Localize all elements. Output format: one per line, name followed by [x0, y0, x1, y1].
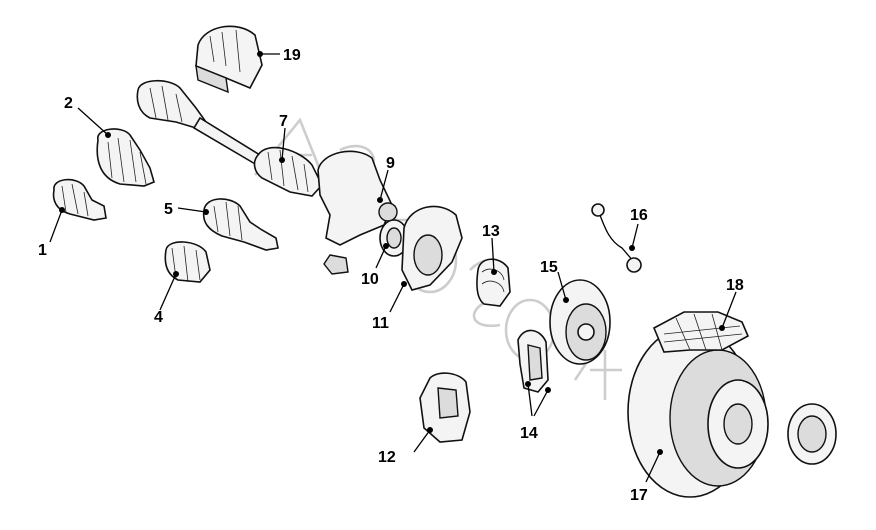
part-bracket-19 [195, 25, 263, 94]
callout-labels: 1 2 4 5 7 9 10 11 12 13 14 15 16 17 18 1… [38, 47, 744, 504]
part-boot-4 [164, 241, 211, 283]
callout-4: 4 [154, 309, 163, 326]
part-cv-boot-2 [96, 128, 155, 187]
part-cv-boot-1 [52, 178, 107, 221]
callout-9: 9 [386, 155, 395, 172]
leader-lines [49, 51, 737, 483]
part-hub-cap [787, 403, 837, 465]
part-caliper-14 [517, 329, 549, 393]
callout-2: 2 [64, 95, 73, 112]
part-brake-line-16 [591, 203, 642, 273]
callout-11: 11 [372, 315, 389, 332]
part-wheel-17 [627, 326, 769, 498]
callout-5: 5 [164, 201, 173, 218]
part-bracket-12 [419, 372, 471, 443]
callout-19: 19 [283, 47, 301, 64]
callout-10: 10 [361, 271, 379, 288]
part-backing-plate-11 [401, 205, 463, 291]
callout-17: 17 [630, 487, 648, 504]
part-spring-13 [476, 258, 511, 307]
part-tread-18 [652, 311, 750, 353]
callout-18: 18 [726, 277, 744, 294]
part-cv-joint-5 [202, 198, 279, 251]
part-drive-shaft [136, 79, 323, 197]
callout-15: 15 [540, 259, 558, 276]
callout-16: 16 [630, 207, 648, 224]
callout-1: 1 [38, 242, 47, 259]
callout-13: 13 [482, 223, 500, 240]
callout-14: 14 [520, 425, 538, 442]
callout-7: 7 [279, 113, 288, 130]
part-knuckle-9 [317, 150, 398, 275]
callout-12: 12 [378, 449, 396, 466]
part-hub-15 [549, 279, 611, 365]
